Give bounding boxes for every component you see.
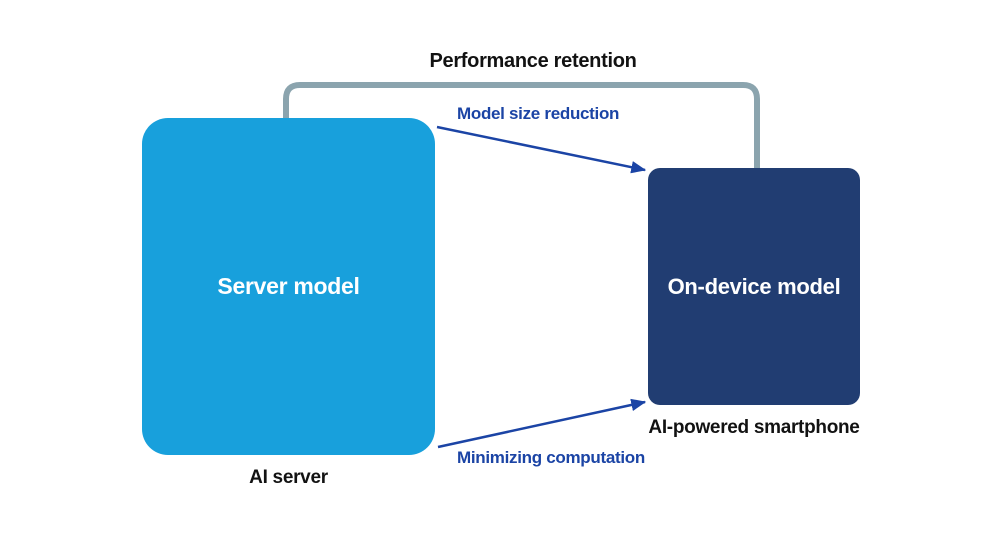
ai-server-caption: AI server [249, 467, 328, 488]
performance-retention-bracket [283, 82, 760, 170]
diagram-title: Performance retention [429, 50, 637, 72]
model-size-reduction-arrow [436, 125, 647, 174]
minimizing-computation-label: Minimizing computation [457, 448, 645, 467]
model-size-reduction-label: Model size reduction [457, 104, 620, 123]
minimizing-computation-arrow [437, 398, 647, 449]
on-device-model-box: On-device model [648, 168, 860, 405]
ai-powered-smartphone-caption: AI-powered smartphone [648, 417, 860, 438]
server-model-box: Server model [142, 118, 435, 455]
server-model-label: Server model [217, 273, 360, 299]
on-device-model-label: On-device model [667, 273, 841, 299]
